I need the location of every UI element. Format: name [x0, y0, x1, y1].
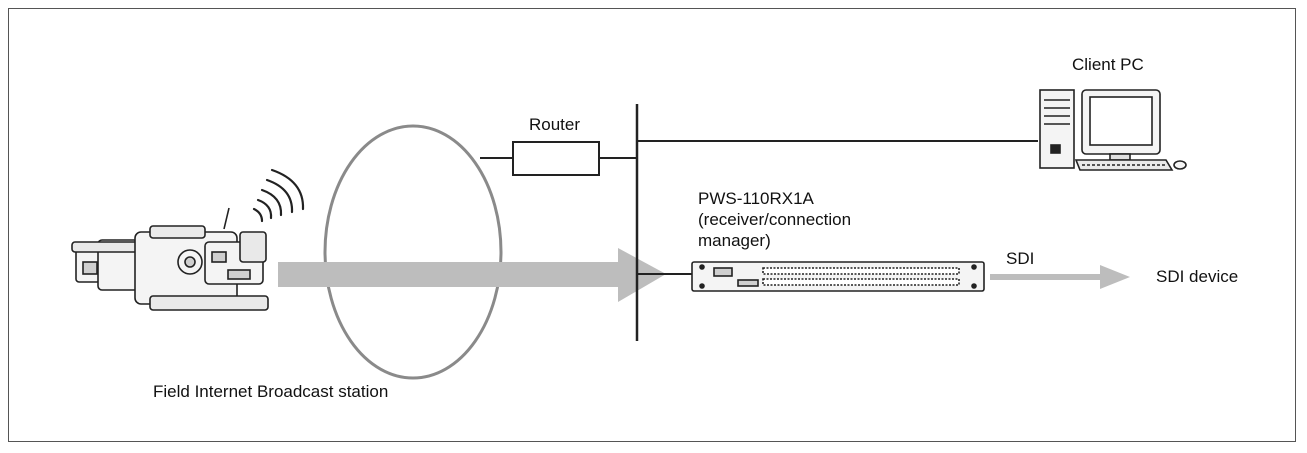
sdi-output-arrow: [990, 265, 1130, 289]
sdi-device-label: SDI device: [1156, 267, 1239, 286]
field-station-label: Field Internet Broadcast station: [153, 382, 389, 401]
transmission-arrow: [278, 248, 666, 302]
sdi-label: SDI: [1006, 249, 1035, 268]
receiver-desc-line1: (receiver/connection: [698, 210, 852, 229]
internet-cloud-ellipse: [323, 124, 503, 380]
router-label: Router: [529, 115, 581, 134]
receiver-label: PWS-110RX1A (receiver/connection manager…: [698, 188, 851, 251]
desktop-computer-icon: [1039, 89, 1187, 171]
diagram-frame: [8, 8, 1296, 442]
rack-receiver-icon: [691, 261, 985, 292]
wireless-signal-icon: [252, 168, 305, 223]
receiver-name: PWS-110RX1A: [698, 189, 814, 208]
receiver-desc-line2: manager): [698, 231, 771, 250]
camcorder-icon: [71, 207, 269, 311]
router-box: [512, 141, 600, 176]
client-pc-label: Client PC: [1072, 55, 1144, 74]
